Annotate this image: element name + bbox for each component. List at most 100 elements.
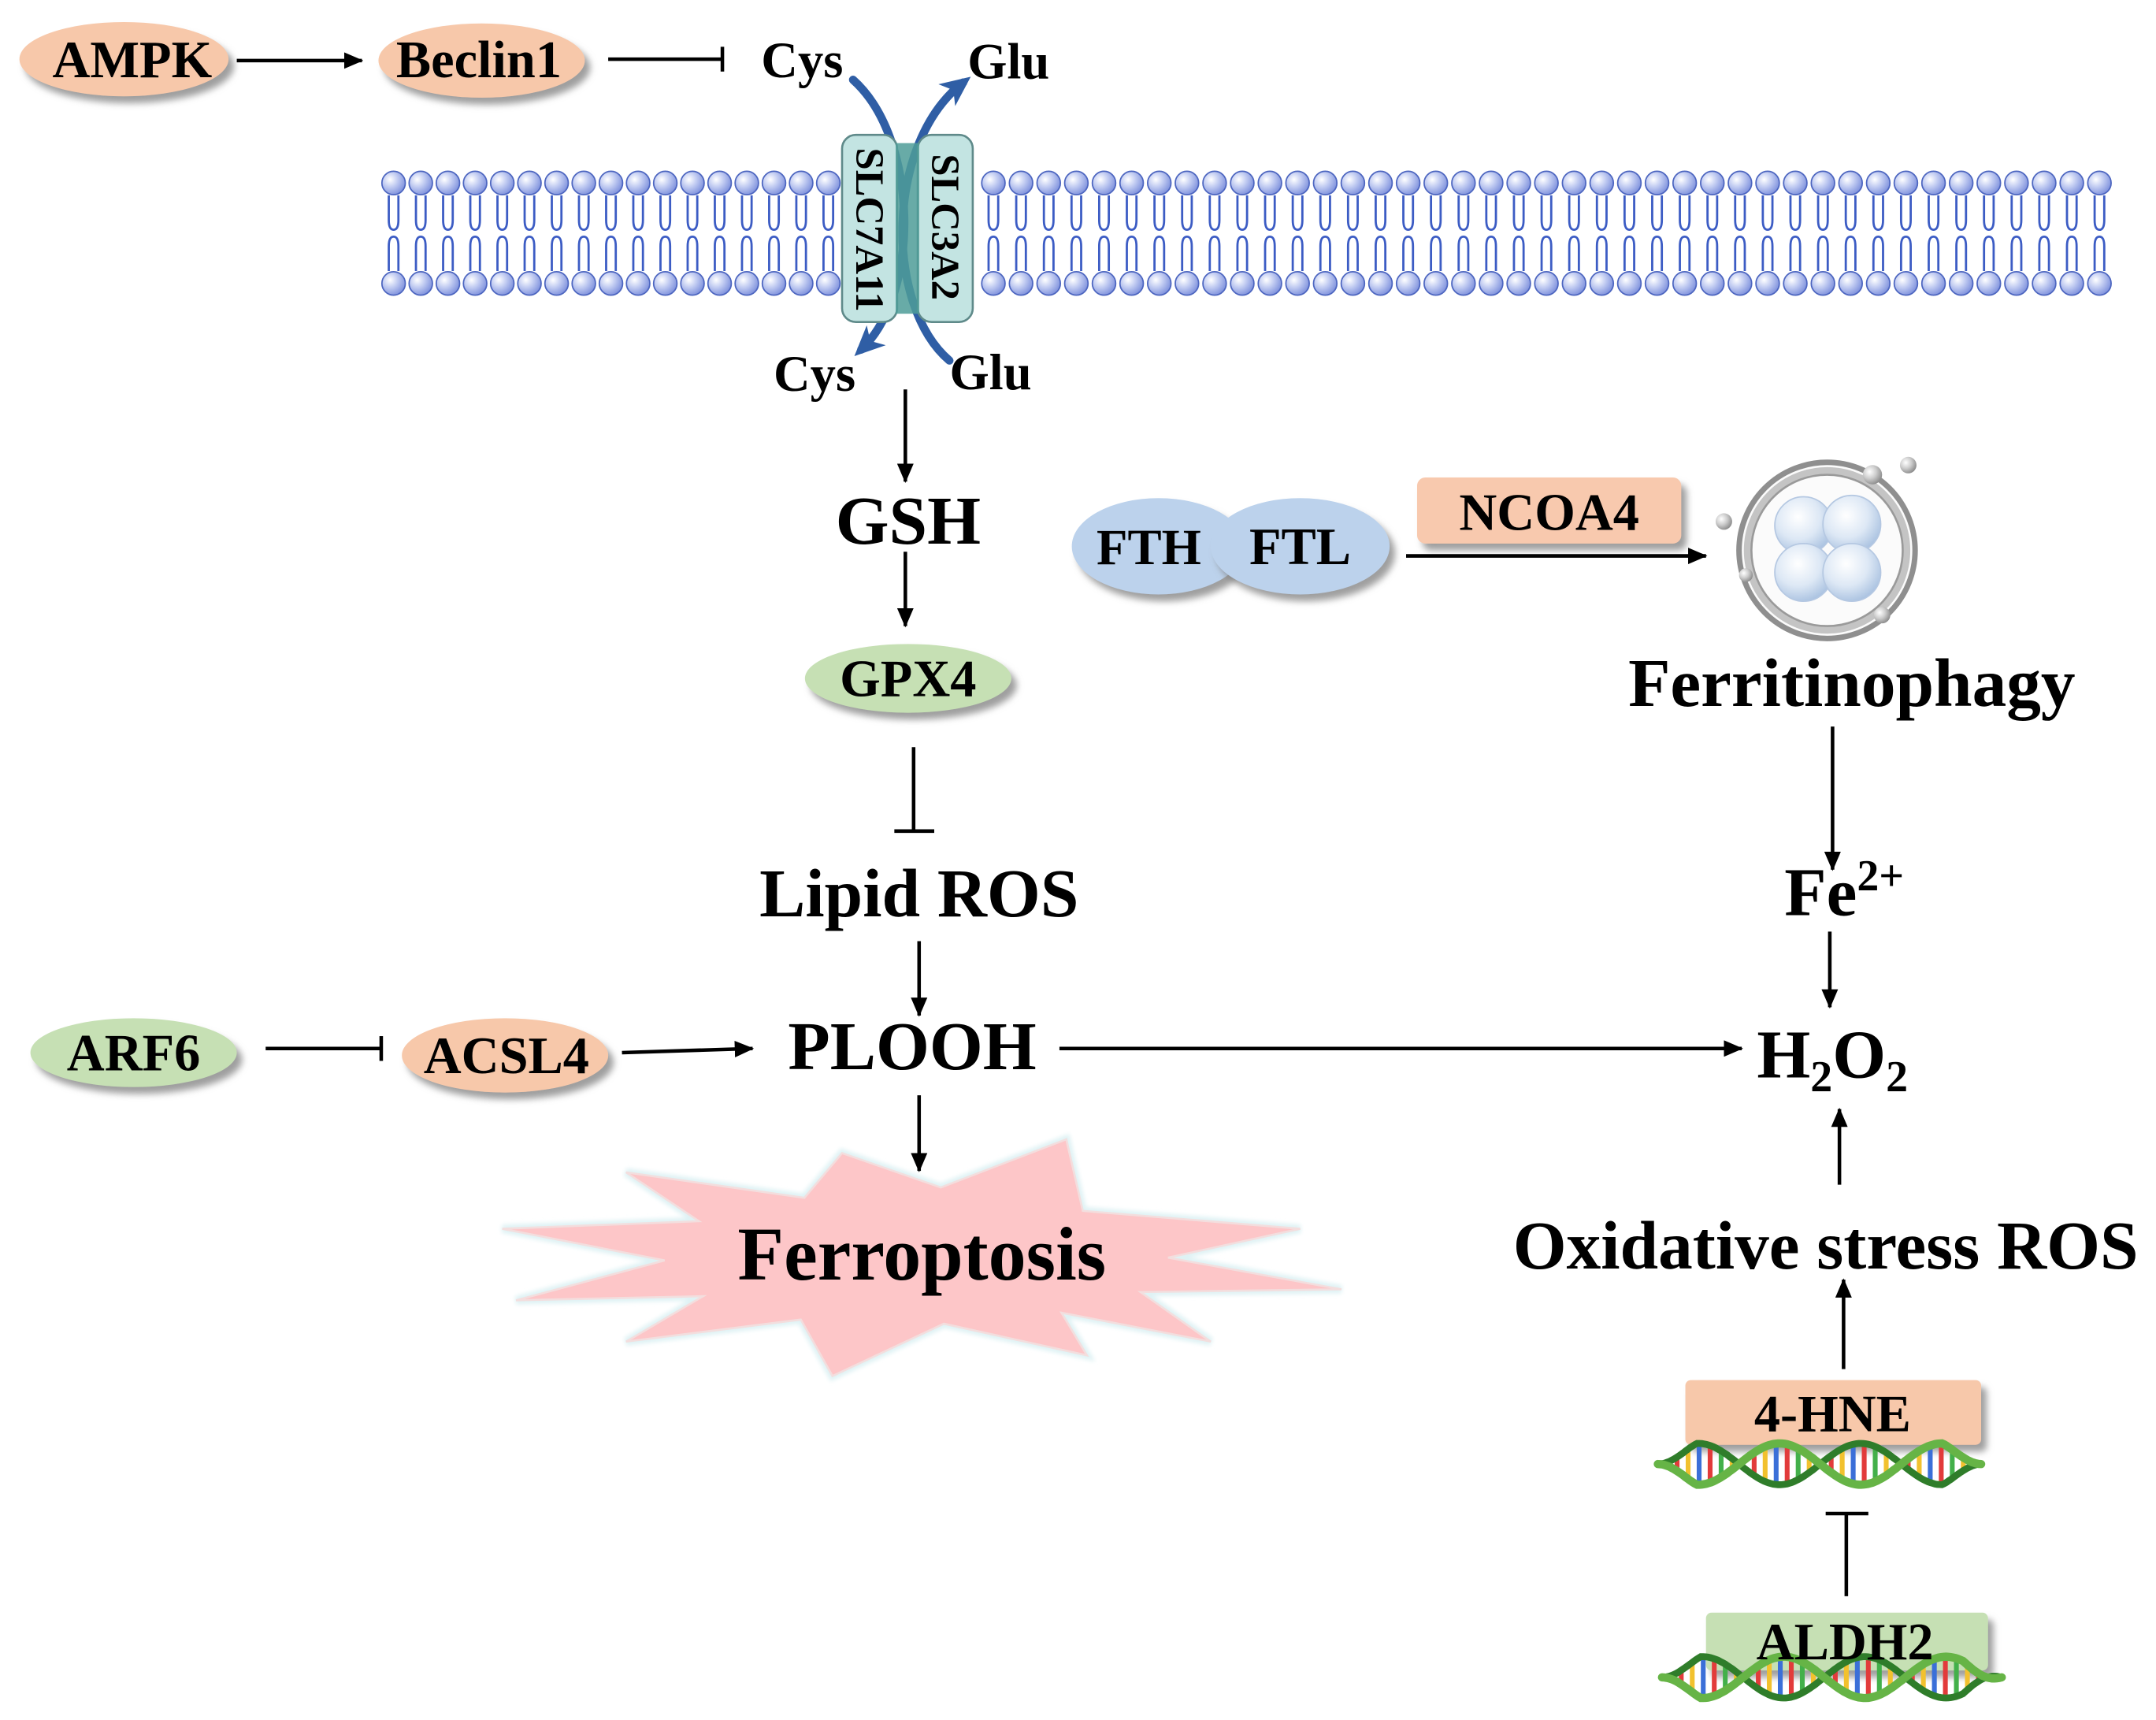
- ferritin-sphere-icon: [1822, 542, 1882, 603]
- lipid-tail: [1651, 235, 1664, 272]
- lipid-head: [544, 170, 570, 195]
- lipid-tail: [822, 195, 835, 232]
- lipid-tail: [442, 235, 455, 272]
- lipid-tail: [632, 195, 644, 232]
- intracellular-cys-label: Cys: [774, 345, 855, 402]
- acsl4-ellipse: [402, 1018, 609, 1093]
- aldh2-label: ALDH2: [1757, 1614, 1934, 1671]
- lipid-tail: [822, 235, 835, 272]
- lipid-head: [1036, 170, 1062, 195]
- lipid-head: [1230, 170, 1255, 195]
- extracellular-glu-label: Glu: [967, 33, 1049, 90]
- gpx4-ellipse: [804, 644, 1011, 713]
- slc3a2-label: SLC3A2: [923, 154, 967, 300]
- lipid-head: [1091, 170, 1117, 195]
- gsh-label: GSH: [836, 482, 981, 559]
- lipid-tail: [1899, 235, 1912, 272]
- lipid-tail: [768, 195, 781, 232]
- lipid-head: [1451, 170, 1476, 195]
- lipid-tail: [1264, 235, 1276, 272]
- lipid-head: [1644, 271, 1670, 296]
- lipid-tail: [1070, 235, 1082, 272]
- lipid-head: [1451, 271, 1476, 296]
- lipid-tail: [987, 235, 1000, 272]
- lipid-head: [517, 170, 542, 195]
- lipid-head: [2004, 271, 2029, 296]
- lipid-head: [1119, 170, 1145, 195]
- lipid-tail: [469, 195, 481, 232]
- lipid-head: [1810, 271, 1835, 296]
- lipid-tail: [1181, 235, 1193, 272]
- lipid-head: [625, 170, 651, 195]
- dna-strand: [1653, 1439, 1986, 1489]
- lipid-head: [598, 271, 624, 296]
- lipid-head: [1340, 170, 1366, 195]
- dna-strand: [1658, 1653, 2006, 1702]
- arf6-ellipse: [30, 1018, 237, 1087]
- autophagosome-lumen-edge: [1750, 474, 1904, 627]
- lipid-head: [1506, 271, 1531, 296]
- h2o2-hydrogen-count: 2: [1810, 1053, 1832, 1101]
- lipid-head: [652, 170, 678, 195]
- lipid-tail: [577, 235, 590, 272]
- lipid-tail: [659, 235, 672, 272]
- lipid-tail: [388, 235, 400, 272]
- lipid-head: [1063, 271, 1089, 296]
- lipid-head: [435, 271, 461, 296]
- beclin1-node: Beclin1: [378, 23, 585, 98]
- lipid-ros-label: Lipid ROS: [759, 855, 1078, 931]
- lipid-tail: [714, 195, 726, 232]
- lipid-tail: [740, 235, 753, 272]
- lipid-tail: [1623, 195, 1635, 232]
- hne-box: [1685, 1380, 1982, 1445]
- ferroptosis-burst: Ferroptosis: [501, 1133, 1342, 1382]
- lipid-head: [1395, 170, 1421, 195]
- lipid-head: [1865, 271, 1891, 296]
- lipid-tail: [1291, 235, 1304, 272]
- lipid-tail: [2010, 235, 2023, 272]
- lipid-tail: [1928, 195, 1940, 232]
- lipid-tail: [1042, 195, 1055, 232]
- acsl4-node: ACSL4: [402, 1018, 609, 1093]
- vesicle-particle-icon: [1715, 513, 1732, 530]
- lipid-head: [489, 170, 515, 195]
- dna-strand: [1657, 1652, 2006, 1703]
- lipid-head: [1755, 271, 1780, 296]
- system-xc-transporter: SLC7A11 SLC3A2 Cys Glu Cys Glu: [761, 32, 1049, 402]
- ncoa4-label: NCOA4: [1459, 484, 1639, 541]
- lipid-tail: [1679, 195, 1691, 232]
- lipid-tail: [1955, 195, 1968, 232]
- lipid-tail: [1789, 195, 1802, 232]
- lipid-head: [1257, 170, 1282, 195]
- lipid-head: [1285, 170, 1310, 195]
- lipid-tail: [768, 235, 781, 272]
- lipid-tail: [1816, 195, 1829, 232]
- lipid-tail: [496, 235, 509, 272]
- lipid-tail: [795, 235, 807, 272]
- lipid-head: [1119, 271, 1145, 296]
- lipid-head: [981, 271, 1006, 296]
- lipid-head: [1036, 271, 1062, 296]
- lipid-head: [1700, 271, 1725, 296]
- lipid-tail: [1097, 235, 1111, 272]
- lipid-tail: [1540, 235, 1553, 272]
- lipid-tail: [2038, 195, 2050, 232]
- h2o2-hydrogen: H: [1757, 1016, 1810, 1092]
- lipid-head: [1810, 170, 1835, 195]
- lipid-head: [1202, 170, 1227, 195]
- lipid-head: [1672, 170, 1698, 195]
- lipid-tail: [1568, 195, 1580, 232]
- lipid-tail: [1568, 235, 1580, 272]
- vesicle-particle-icon: [1873, 607, 1891, 624]
- lipid-head: [1976, 271, 2002, 296]
- lipid-head: [1700, 170, 1725, 195]
- lipid-head: [1423, 271, 1449, 296]
- lipid-tail: [1928, 235, 1940, 272]
- lipid-tail: [1181, 195, 1193, 232]
- lipid-tail: [1512, 235, 1525, 272]
- lipid-head: [1146, 271, 1172, 296]
- lipid-head: [1727, 170, 1753, 195]
- lipid-head: [1755, 170, 1780, 195]
- slc7a11-label: SLC7A11: [848, 148, 892, 312]
- lipid-tail: [1402, 195, 1415, 232]
